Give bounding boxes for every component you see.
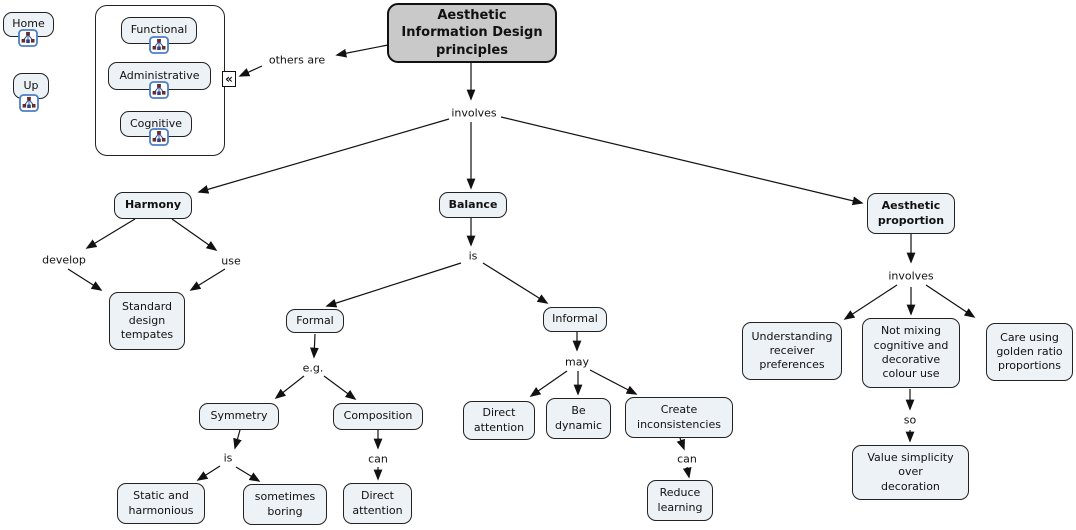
link-involves-proportion[interactable]: involves xyxy=(888,269,934,283)
link-involves-root[interactable]: involves xyxy=(451,106,497,120)
node-understanding-receiver[interactable]: Understanding receiver preferences xyxy=(742,322,842,380)
edge-is-static xyxy=(196,465,221,481)
edge-involves2-care xyxy=(925,284,976,318)
edge-may-create xyxy=(589,369,638,395)
node-composition[interactable]: Composition xyxy=(333,403,423,430)
link-is-balance[interactable]: is xyxy=(468,249,478,263)
edge-others-are-chevron xyxy=(238,65,263,77)
edge-harmony-use xyxy=(171,218,218,251)
balance-label: Balance xyxy=(448,197,498,211)
collapse-chevron-icon[interactable]: « xyxy=(222,71,236,87)
edge-is-informal xyxy=(482,262,549,304)
chevron-glyph: « xyxy=(225,72,233,86)
home-cmap-icon[interactable] xyxy=(18,29,38,47)
edge-formal-eg xyxy=(310,333,319,359)
node-symmetry[interactable]: Symmetry xyxy=(199,403,279,430)
node-care-golden[interactable]: Care using golden ratio proportions xyxy=(986,323,1073,381)
node-be-dynamic[interactable]: Be dynamic xyxy=(546,398,611,439)
link-can-composition[interactable]: can xyxy=(368,452,388,466)
composition-label: Composition xyxy=(343,409,413,423)
node-administrative[interactable]: Administrative xyxy=(108,62,211,90)
reduce-learning-label: Reduce learning xyxy=(657,486,703,514)
sometimes-boring-label: sometimes boring xyxy=(254,490,316,518)
node-standard-design[interactable]: Standard design tempates xyxy=(109,292,185,350)
edge-involves-aesthetic xyxy=(500,116,864,206)
edge-can-reduce xyxy=(682,466,692,479)
functional-cmap-icon[interactable] xyxy=(149,36,169,54)
up-label: Up xyxy=(23,78,39,92)
standard-design-label: Standard design tempates xyxy=(120,299,174,342)
node-not-mixing[interactable]: Not mixing cognitive and decorative colo… xyxy=(862,318,960,388)
create-inconsistencies-label: Create inconsistencies xyxy=(637,403,721,431)
informal-label: Informal xyxy=(552,312,598,326)
edge-may-direct2 xyxy=(529,370,568,397)
symmetry-label: Symmetry xyxy=(210,409,268,423)
link-is-symmetry[interactable]: is xyxy=(223,451,233,465)
not-mixing-label: Not mixing cognitive and decorative colo… xyxy=(873,324,949,381)
edge-develop-standard xyxy=(67,268,103,291)
static-harmonious-label: Static and harmonious xyxy=(128,489,194,517)
edge-symmetry-is xyxy=(233,429,242,450)
link-eg[interactable]: e.g. xyxy=(302,361,324,375)
node-direct-attention-informal[interactable]: Direct attention xyxy=(463,401,535,440)
node-balance[interactable]: Balance xyxy=(439,192,507,218)
care-golden-label: Care using golden ratio proportions xyxy=(996,330,1063,373)
harmony-label: Harmony xyxy=(124,198,182,212)
node-informal[interactable]: Informal xyxy=(543,307,607,332)
administrative-cmap-icon[interactable] xyxy=(149,81,169,99)
direct-attention-informal-label: Direct attention xyxy=(473,406,525,434)
node-static-harmonious[interactable]: Static and harmonious xyxy=(117,483,205,524)
root-label: Aesthetic Information Design principles xyxy=(401,7,543,58)
edge-eg-composition xyxy=(323,375,357,400)
home-label: Home xyxy=(12,17,45,31)
edge-involves2-understanding xyxy=(843,284,898,320)
node-reduce-learning[interactable]: Reduce learning xyxy=(647,480,713,521)
link-may[interactable]: may xyxy=(565,355,589,369)
edge-harmony-develop xyxy=(85,218,136,249)
edge-is-boring xyxy=(235,466,261,482)
functional-label: Functional xyxy=(130,23,188,37)
node-formal[interactable]: Formal xyxy=(286,309,344,333)
node-value-simplicity[interactable]: Value simplicity over decoration xyxy=(852,445,969,500)
formal-label: Formal xyxy=(296,313,334,327)
node-root-principles[interactable]: Aesthetic Information Design principles xyxy=(387,3,557,63)
node-harmony[interactable]: Harmony xyxy=(114,192,192,219)
up-cmap-icon[interactable] xyxy=(19,94,39,112)
link-others-are[interactable]: others are xyxy=(268,53,326,67)
edge-create-can xyxy=(676,437,685,451)
be-dynamic-label: Be dynamic xyxy=(554,404,603,432)
administrative-label: Administrative xyxy=(119,68,200,82)
node-sometimes-boring[interactable]: sometimes boring xyxy=(243,484,327,525)
edge-root-others-are xyxy=(335,44,389,58)
cognitive-cmap-icon[interactable] xyxy=(149,128,169,146)
link-use[interactable]: use xyxy=(221,254,241,268)
link-can-create[interactable]: can xyxy=(677,452,697,466)
cognitive-label: Cognitive xyxy=(129,116,183,130)
aesthetic-proportion-label: Aesthetic proportion xyxy=(877,199,945,227)
value-simplicity-label: Value simplicity over decoration xyxy=(867,451,954,493)
edge-involves-harmony xyxy=(197,118,450,194)
link-so[interactable]: so xyxy=(903,413,917,427)
direct-attention-formal-label: Direct attention xyxy=(352,489,403,517)
link-develop[interactable]: develop xyxy=(42,253,86,267)
node-aesthetic-proportion[interactable]: Aesthetic proportion xyxy=(867,193,955,234)
understanding-receiver-label: Understanding receiver preferences xyxy=(751,329,833,372)
edge-is-formal xyxy=(325,262,462,308)
node-create-inconsistencies[interactable]: Create inconsistencies xyxy=(625,397,733,438)
node-direct-attention-formal[interactable]: Direct attention xyxy=(343,483,412,524)
edge-eg-symmetry xyxy=(274,375,305,400)
edge-use-standard xyxy=(189,268,226,291)
